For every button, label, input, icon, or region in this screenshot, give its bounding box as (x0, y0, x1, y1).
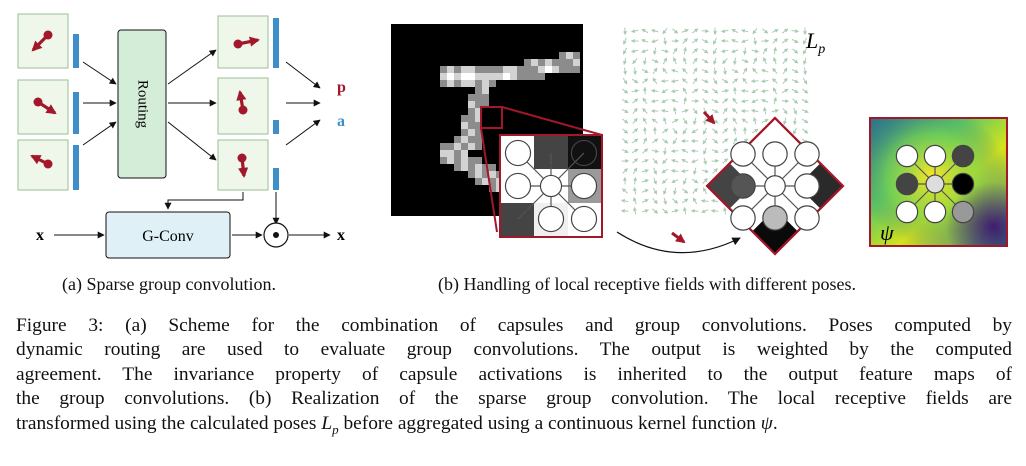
panel-b-diagram: Lp ψ (391, 24, 1008, 256)
pose-arrow-curve (671, 231, 686, 244)
routing-label: Routing (135, 80, 151, 129)
activation-bar-out-3 (273, 168, 279, 190)
p-label: p (337, 79, 346, 96)
output-capsule-2 (217, 77, 269, 135)
pose-arrow-field (702, 110, 716, 125)
gconv-box (105, 211, 231, 259)
input-capsule-3 (17, 139, 69, 191)
activation-bar-in-2 (73, 92, 79, 134)
caption-line-2: dynamic routing are used to evaluate gro… (16, 339, 1012, 361)
activation-bar-out-2 (273, 120, 279, 134)
output-capsule-3 (217, 139, 269, 191)
panel-a-caption: (a) Sparse group convolution. (62, 274, 276, 294)
panel-b-caption: (b) Handling of local receptive fields w… (438, 274, 857, 294)
routing-box (117, 29, 167, 179)
caption-line-4: the group convolutions. (b) Realization … (16, 388, 1012, 410)
kernel-function-psi: ψ (869, 117, 1008, 247)
panel-a-diagram: Routing p a (17, 13, 346, 259)
figure-3: Routing p a (17, 13, 1008, 259)
input-capsule-1 (17, 13, 69, 69)
input-capsule-2 (17, 79, 69, 135)
gconv-label: G-Conv (142, 228, 194, 245)
activation-bar-in-3 (73, 145, 79, 190)
zoomed-receptive-field (499, 134, 603, 238)
caption-line-1: Figure 3: (a) Scheme for the combination… (16, 315, 1012, 336)
activation-bar-out-1 (273, 18, 279, 68)
caption-line-3: agreement. The invariance property of ca… (16, 363, 1012, 385)
transform-curve-arrow (616, 231, 741, 254)
x-input-label: x (36, 227, 44, 244)
receptive-field-highlight (480, 106, 503, 129)
caption-line-5: transformed using the calculated poses L… (16, 412, 778, 437)
lp-label: Lp (805, 28, 825, 57)
psi-label: ψ (880, 220, 894, 245)
x-output-label: x (337, 227, 345, 244)
activation-bar-in-1 (73, 34, 79, 68)
output-capsule-1 (217, 15, 269, 69)
figure-caption: Figure 3: (a) Scheme for the combination… (16, 314, 1012, 442)
a-label: a (337, 113, 345, 130)
